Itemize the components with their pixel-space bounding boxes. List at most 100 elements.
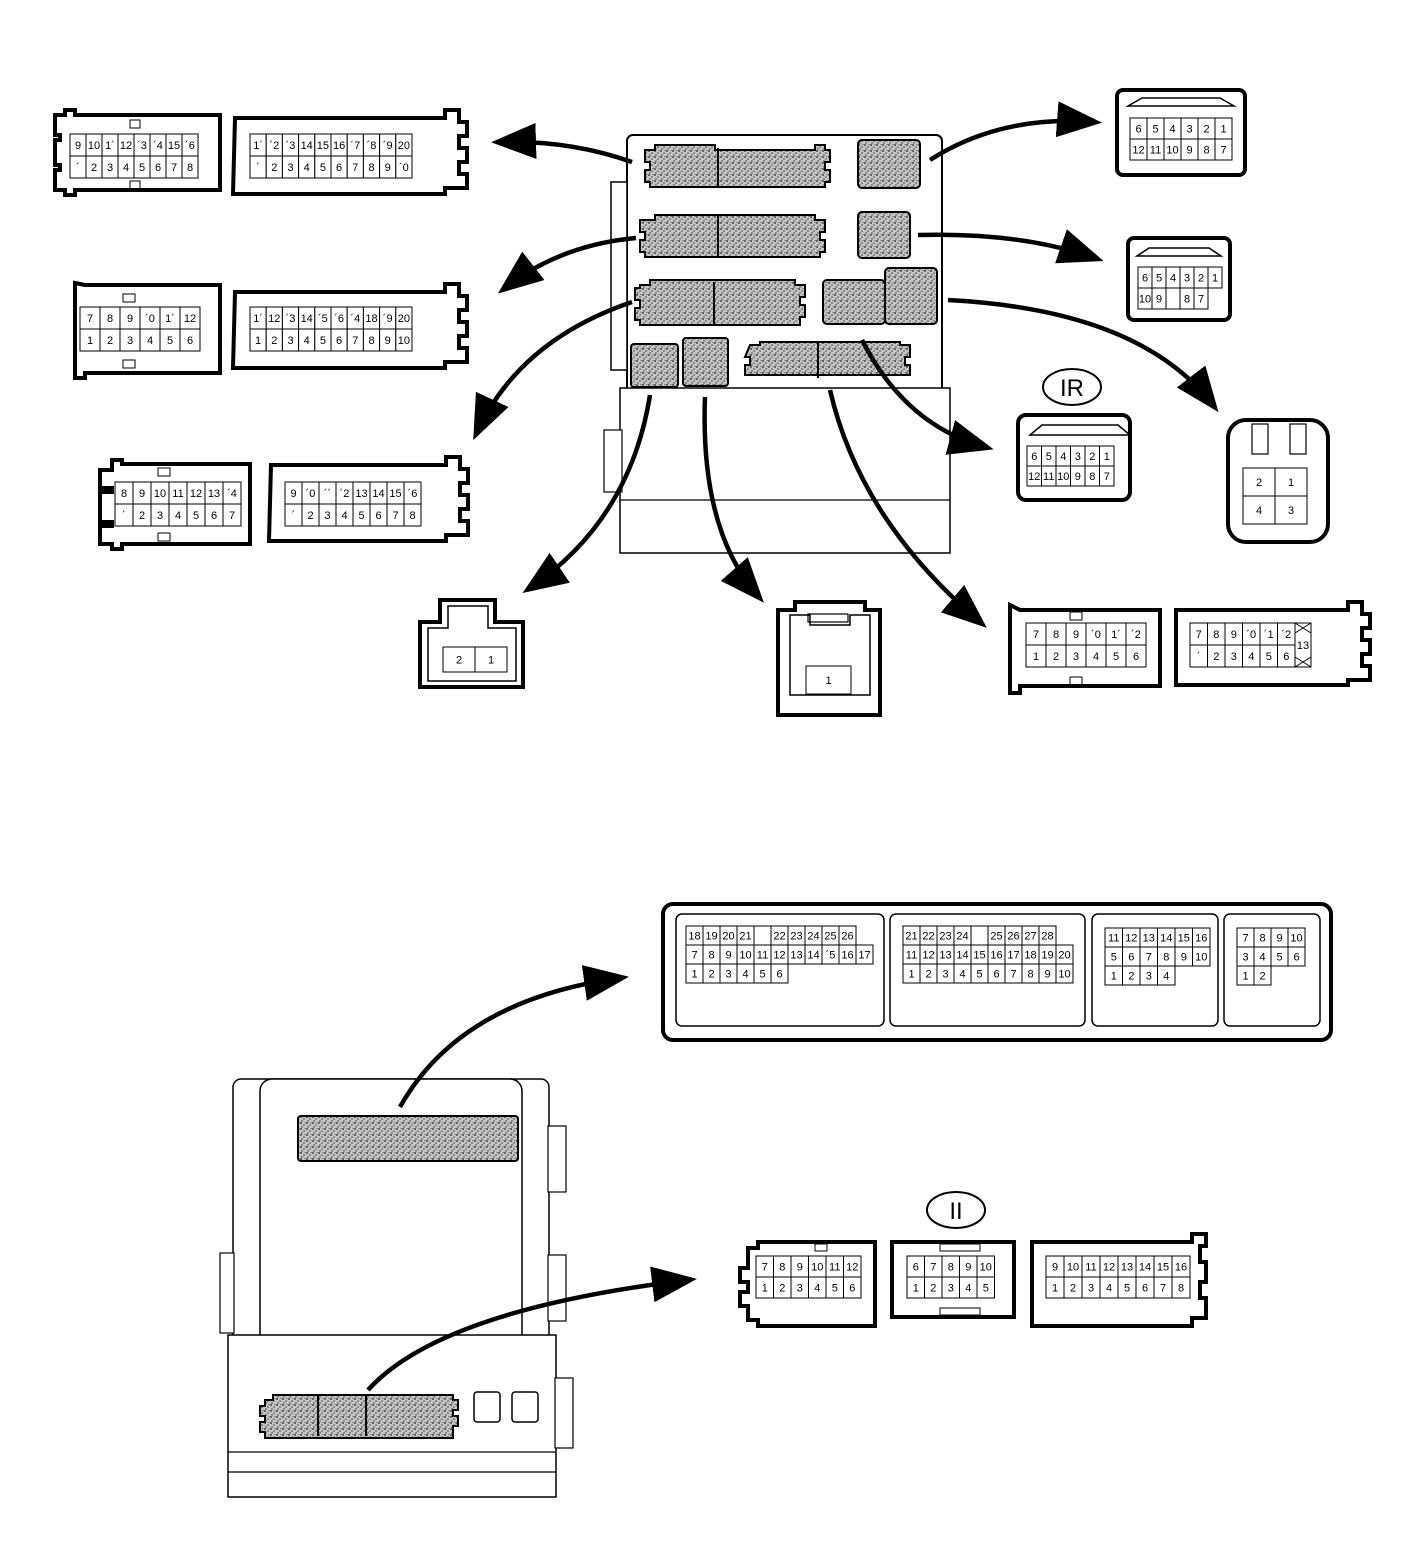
pin-number: 10 xyxy=(811,1262,823,1274)
junction-socket-row-3 xyxy=(634,267,938,326)
pin-cell xyxy=(843,1276,862,1299)
pin-number: 1 xyxy=(1104,451,1110,463)
pin-number: 9 xyxy=(1044,969,1050,981)
pin-number: ´3 xyxy=(286,140,296,152)
pin-number: 5 xyxy=(1152,124,1158,136)
pin-cell xyxy=(976,1276,995,1299)
pin-number: 11 xyxy=(1085,1262,1096,1274)
pin-number: 11 xyxy=(829,1262,840,1274)
pin-number: 5 xyxy=(832,1283,838,1295)
pin-number: 8 xyxy=(708,950,714,962)
pin-number: 7 xyxy=(352,162,358,174)
pin-number: 1 xyxy=(762,1283,768,1295)
pin-number: 6 xyxy=(155,162,161,174)
pin-cell xyxy=(970,925,989,946)
pin-number: 27 xyxy=(1024,931,1036,943)
pin-number: 12 xyxy=(120,140,132,152)
pin-number: 24 xyxy=(807,931,819,943)
pin-number: 1 xyxy=(908,969,914,981)
pin-number: 8 xyxy=(368,335,374,347)
pin-number: 3 xyxy=(942,969,948,981)
pin-number: 18 xyxy=(365,313,377,325)
pin-number: 25 xyxy=(824,931,836,943)
pin-number: ´2 xyxy=(340,488,350,500)
pin-number: 11 xyxy=(1108,933,1119,945)
pin-number: 18 xyxy=(1024,950,1036,962)
pin-number: 4 xyxy=(742,969,748,981)
pin-number: 3 xyxy=(1184,273,1190,285)
pin-number: 22 xyxy=(773,931,785,943)
pin-number: 2 xyxy=(779,1283,785,1295)
pin-number: 15 xyxy=(317,140,329,152)
pin-cell xyxy=(442,646,476,673)
pin-number: 7 xyxy=(1242,933,1248,945)
pin-number: 8 xyxy=(1053,629,1059,641)
pin-number: 2 xyxy=(1089,451,1095,463)
pin-number: 14 xyxy=(301,313,313,325)
connector-two-pin xyxy=(418,598,525,689)
pin-number: 17 xyxy=(1007,950,1019,962)
pin-number: 4 xyxy=(123,162,129,174)
pin-number: 1 xyxy=(1033,651,1039,663)
pin-number: 12 xyxy=(846,1262,858,1274)
pin-number: ´0 xyxy=(1091,629,1101,641)
pin-number: 6 xyxy=(776,969,782,981)
pin-number: 10 xyxy=(154,488,166,500)
pin-number: 6 xyxy=(336,162,342,174)
ii-label: II xyxy=(949,1198,962,1225)
pin-number: 4 xyxy=(1163,971,1169,983)
pin-number: 4 xyxy=(1093,651,1099,663)
pin-number: 3 xyxy=(1073,651,1079,663)
pin-number: 6 xyxy=(1128,952,1134,964)
pin-number: 5 xyxy=(1124,1283,1130,1295)
pin-number: 5 xyxy=(139,162,145,174)
pin-cell xyxy=(855,944,874,965)
pin-number: 1 xyxy=(1111,971,1117,983)
pin-number: 11 xyxy=(757,950,768,962)
pin-number: 8 xyxy=(1259,933,1265,945)
pin-number: 1´ xyxy=(253,313,263,325)
pin-number: 5 xyxy=(320,162,326,174)
pin-number: 2 xyxy=(307,510,313,522)
pin-number: 8 xyxy=(107,313,113,325)
pin-number: 8 xyxy=(409,510,415,522)
pin-number: 12 xyxy=(922,950,934,962)
pin-cell xyxy=(1242,467,1276,497)
pin-number: 6 xyxy=(993,969,999,981)
pin-number: 4 xyxy=(1259,952,1265,964)
blocked-pin-mark xyxy=(1294,622,1312,634)
pin-number: 19 xyxy=(1041,950,1053,962)
pin-number: 8 xyxy=(1213,629,1219,641)
pin-number: 4 xyxy=(1169,124,1175,136)
pin-number: 1 xyxy=(1052,1283,1058,1295)
pin-number: 23 xyxy=(790,931,802,943)
pin-number: ´ xyxy=(1197,651,1201,663)
pin-number: ´3 xyxy=(286,313,296,325)
pin-number: 5 xyxy=(976,969,982,981)
pin-number: 6 xyxy=(375,510,381,522)
pin-number: 8 xyxy=(1203,145,1209,157)
pin-number: 2 xyxy=(271,335,277,347)
pin-number: 3 xyxy=(107,162,113,174)
pin-number: 1 xyxy=(825,675,831,687)
pin-number: 6 xyxy=(211,510,217,522)
pin-number: ´2 xyxy=(1281,629,1291,641)
pin-number: 9 xyxy=(1276,933,1282,945)
pin-number: 7 xyxy=(1196,629,1202,641)
pin-number: 9 xyxy=(1075,471,1081,483)
pin-number: 15 xyxy=(168,140,180,152)
pin-number: 7 xyxy=(392,510,398,522)
ii-badge: II xyxy=(926,1191,986,1229)
pin-cell xyxy=(805,665,852,695)
pin-number: 8 xyxy=(1178,1283,1184,1295)
pin-cell xyxy=(1125,644,1147,668)
pin-number: 4 xyxy=(1060,451,1066,463)
pin-number: 14 xyxy=(372,488,384,500)
pin-number: 3 xyxy=(725,969,731,981)
pin-number: 10 xyxy=(1067,1262,1079,1274)
junction-socket-row-1 xyxy=(644,139,921,189)
